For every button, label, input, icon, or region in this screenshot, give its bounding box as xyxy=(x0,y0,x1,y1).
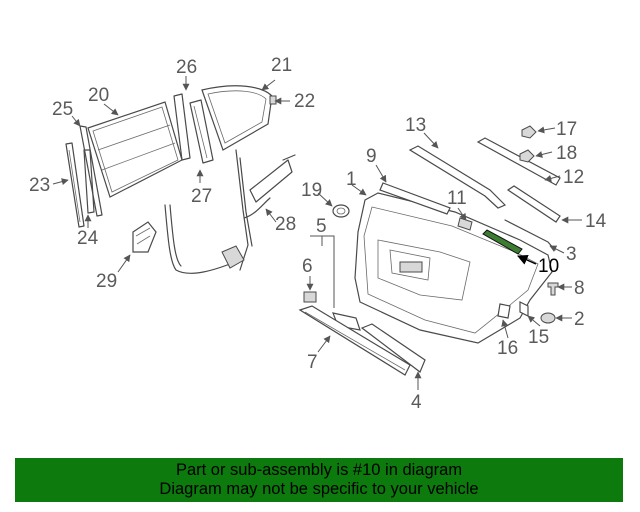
grommet-2 xyxy=(540,312,556,324)
callout-10: 10 xyxy=(538,256,559,277)
motor-29 xyxy=(132,221,157,253)
banner-line-part: Part or sub-assembly is #10 in diagram xyxy=(175,461,463,479)
callout-labels: 26 21 22 20 25 23 24 27 28 29 19 1 9 13 … xyxy=(29,55,607,413)
strip-9 xyxy=(379,182,451,215)
trim-strip-12 xyxy=(476,137,561,186)
callout-17: 17 xyxy=(556,119,577,140)
clip-18 xyxy=(519,149,535,163)
window-channel-24 xyxy=(83,149,95,214)
door-trim-panel-1 xyxy=(354,192,553,344)
callout-18: 18 xyxy=(556,143,577,164)
callout-8: 8 xyxy=(574,278,585,299)
seal-ring-19 xyxy=(332,204,350,218)
clip-17 xyxy=(521,125,537,139)
callout-14: 14 xyxy=(585,211,607,232)
callout-13: 13 xyxy=(405,115,426,136)
callout-21: 21 xyxy=(271,55,292,76)
callout-1: 1 xyxy=(346,169,357,190)
window-channel-23 xyxy=(65,142,85,228)
rear-window-glass xyxy=(87,101,183,198)
callout-27: 27 xyxy=(191,186,212,207)
cover-11 xyxy=(457,217,473,231)
clip-22 xyxy=(269,95,277,105)
callout-24: 24 xyxy=(77,228,99,249)
callout-26: 26 xyxy=(176,57,197,78)
callout-7: 7 xyxy=(307,352,318,373)
leader-lines xyxy=(52,76,582,390)
callout-4: 4 xyxy=(411,392,422,413)
callout-15: 15 xyxy=(528,327,549,348)
screw-8 xyxy=(547,282,559,296)
pull-strap-4 xyxy=(360,323,426,373)
banner-line-disclaimer: Diagram may not be specific to your vehi… xyxy=(159,480,479,498)
callout-20: 20 xyxy=(88,85,109,106)
callout-12: 12 xyxy=(563,167,584,188)
info-banner: Part or sub-assembly is #10 in diagram D… xyxy=(15,458,623,502)
glass-run-27 xyxy=(189,99,214,164)
window-regulator-28 xyxy=(164,149,296,274)
callout-2: 2 xyxy=(574,309,585,330)
callout-28: 28 xyxy=(275,214,296,235)
window-sash-strip-25 xyxy=(79,125,103,217)
callout-11: 11 xyxy=(447,188,467,209)
callout-23: 23 xyxy=(29,175,50,196)
callout-25: 25 xyxy=(52,99,73,120)
quarter-glass-21 xyxy=(201,85,273,151)
bracket-16 xyxy=(497,303,511,319)
callout-3: 3 xyxy=(566,244,577,265)
trim-strip-14 xyxy=(506,185,561,223)
callout-22: 22 xyxy=(294,91,315,112)
trim-strip-13 xyxy=(408,145,507,209)
callout-5: 5 xyxy=(316,216,327,237)
highlighted-part-10 xyxy=(482,229,523,255)
callout-6: 6 xyxy=(302,256,313,277)
callout-16: 16 xyxy=(497,338,518,359)
callout-9: 9 xyxy=(366,146,377,167)
callout-19: 19 xyxy=(301,180,322,201)
callout-29: 29 xyxy=(96,271,117,292)
glass-run-26 xyxy=(173,93,191,161)
